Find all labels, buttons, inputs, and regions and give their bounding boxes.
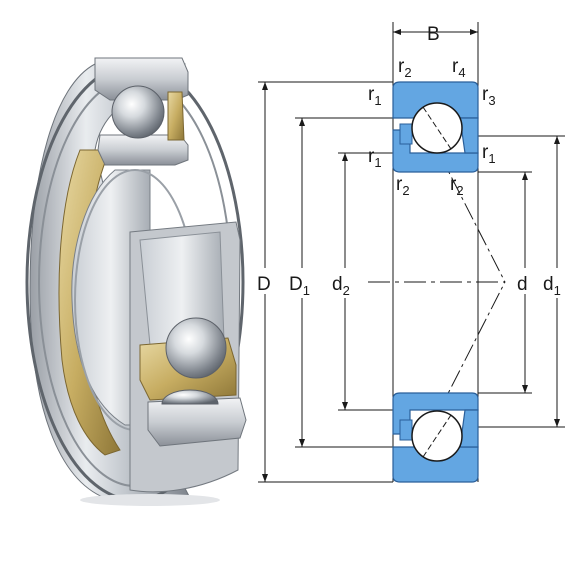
label-r1-upper-left: r1 — [368, 84, 382, 108]
bearing-illustration — [25, 57, 247, 506]
label-D1: D1 — [289, 274, 310, 298]
label-r1-mid-left: r1 — [368, 146, 382, 170]
label-r1-mid-right: r1 — [482, 142, 496, 166]
label-B: B — [427, 24, 440, 45]
label-r3-right: r3 — [482, 84, 496, 108]
ball-section-top — [411, 102, 463, 154]
label-r2-top: r2 — [398, 56, 412, 80]
label-r2-lower-right: r2 — [450, 174, 464, 198]
inner-ring-section-bottom — [392, 392, 479, 435]
ball-section-bottom — [411, 410, 463, 462]
outer-ring-cut-bottom — [147, 397, 247, 447]
ball-top — [111, 85, 165, 139]
dimension-labels: B r2 r4 r1 r3 r1 r1 r2 r2 D D1 d2 d d1 — [254, 24, 570, 298]
label-r4-top: r4 — [452, 56, 466, 80]
upper-section — [392, 81, 479, 173]
label-d: d — [517, 274, 528, 295]
label-d2: d2 — [332, 274, 350, 298]
label-d1: d1 — [543, 274, 561, 298]
label-r2-lower-left: r2 — [396, 174, 410, 198]
inner-ring-section-top — [392, 129, 479, 173]
ball-bottom — [165, 317, 227, 379]
label-D: D — [257, 274, 271, 295]
cage-cut-top — [167, 91, 185, 141]
outer-ring-section-bottom — [392, 446, 479, 483]
lower-section — [392, 392, 479, 483]
